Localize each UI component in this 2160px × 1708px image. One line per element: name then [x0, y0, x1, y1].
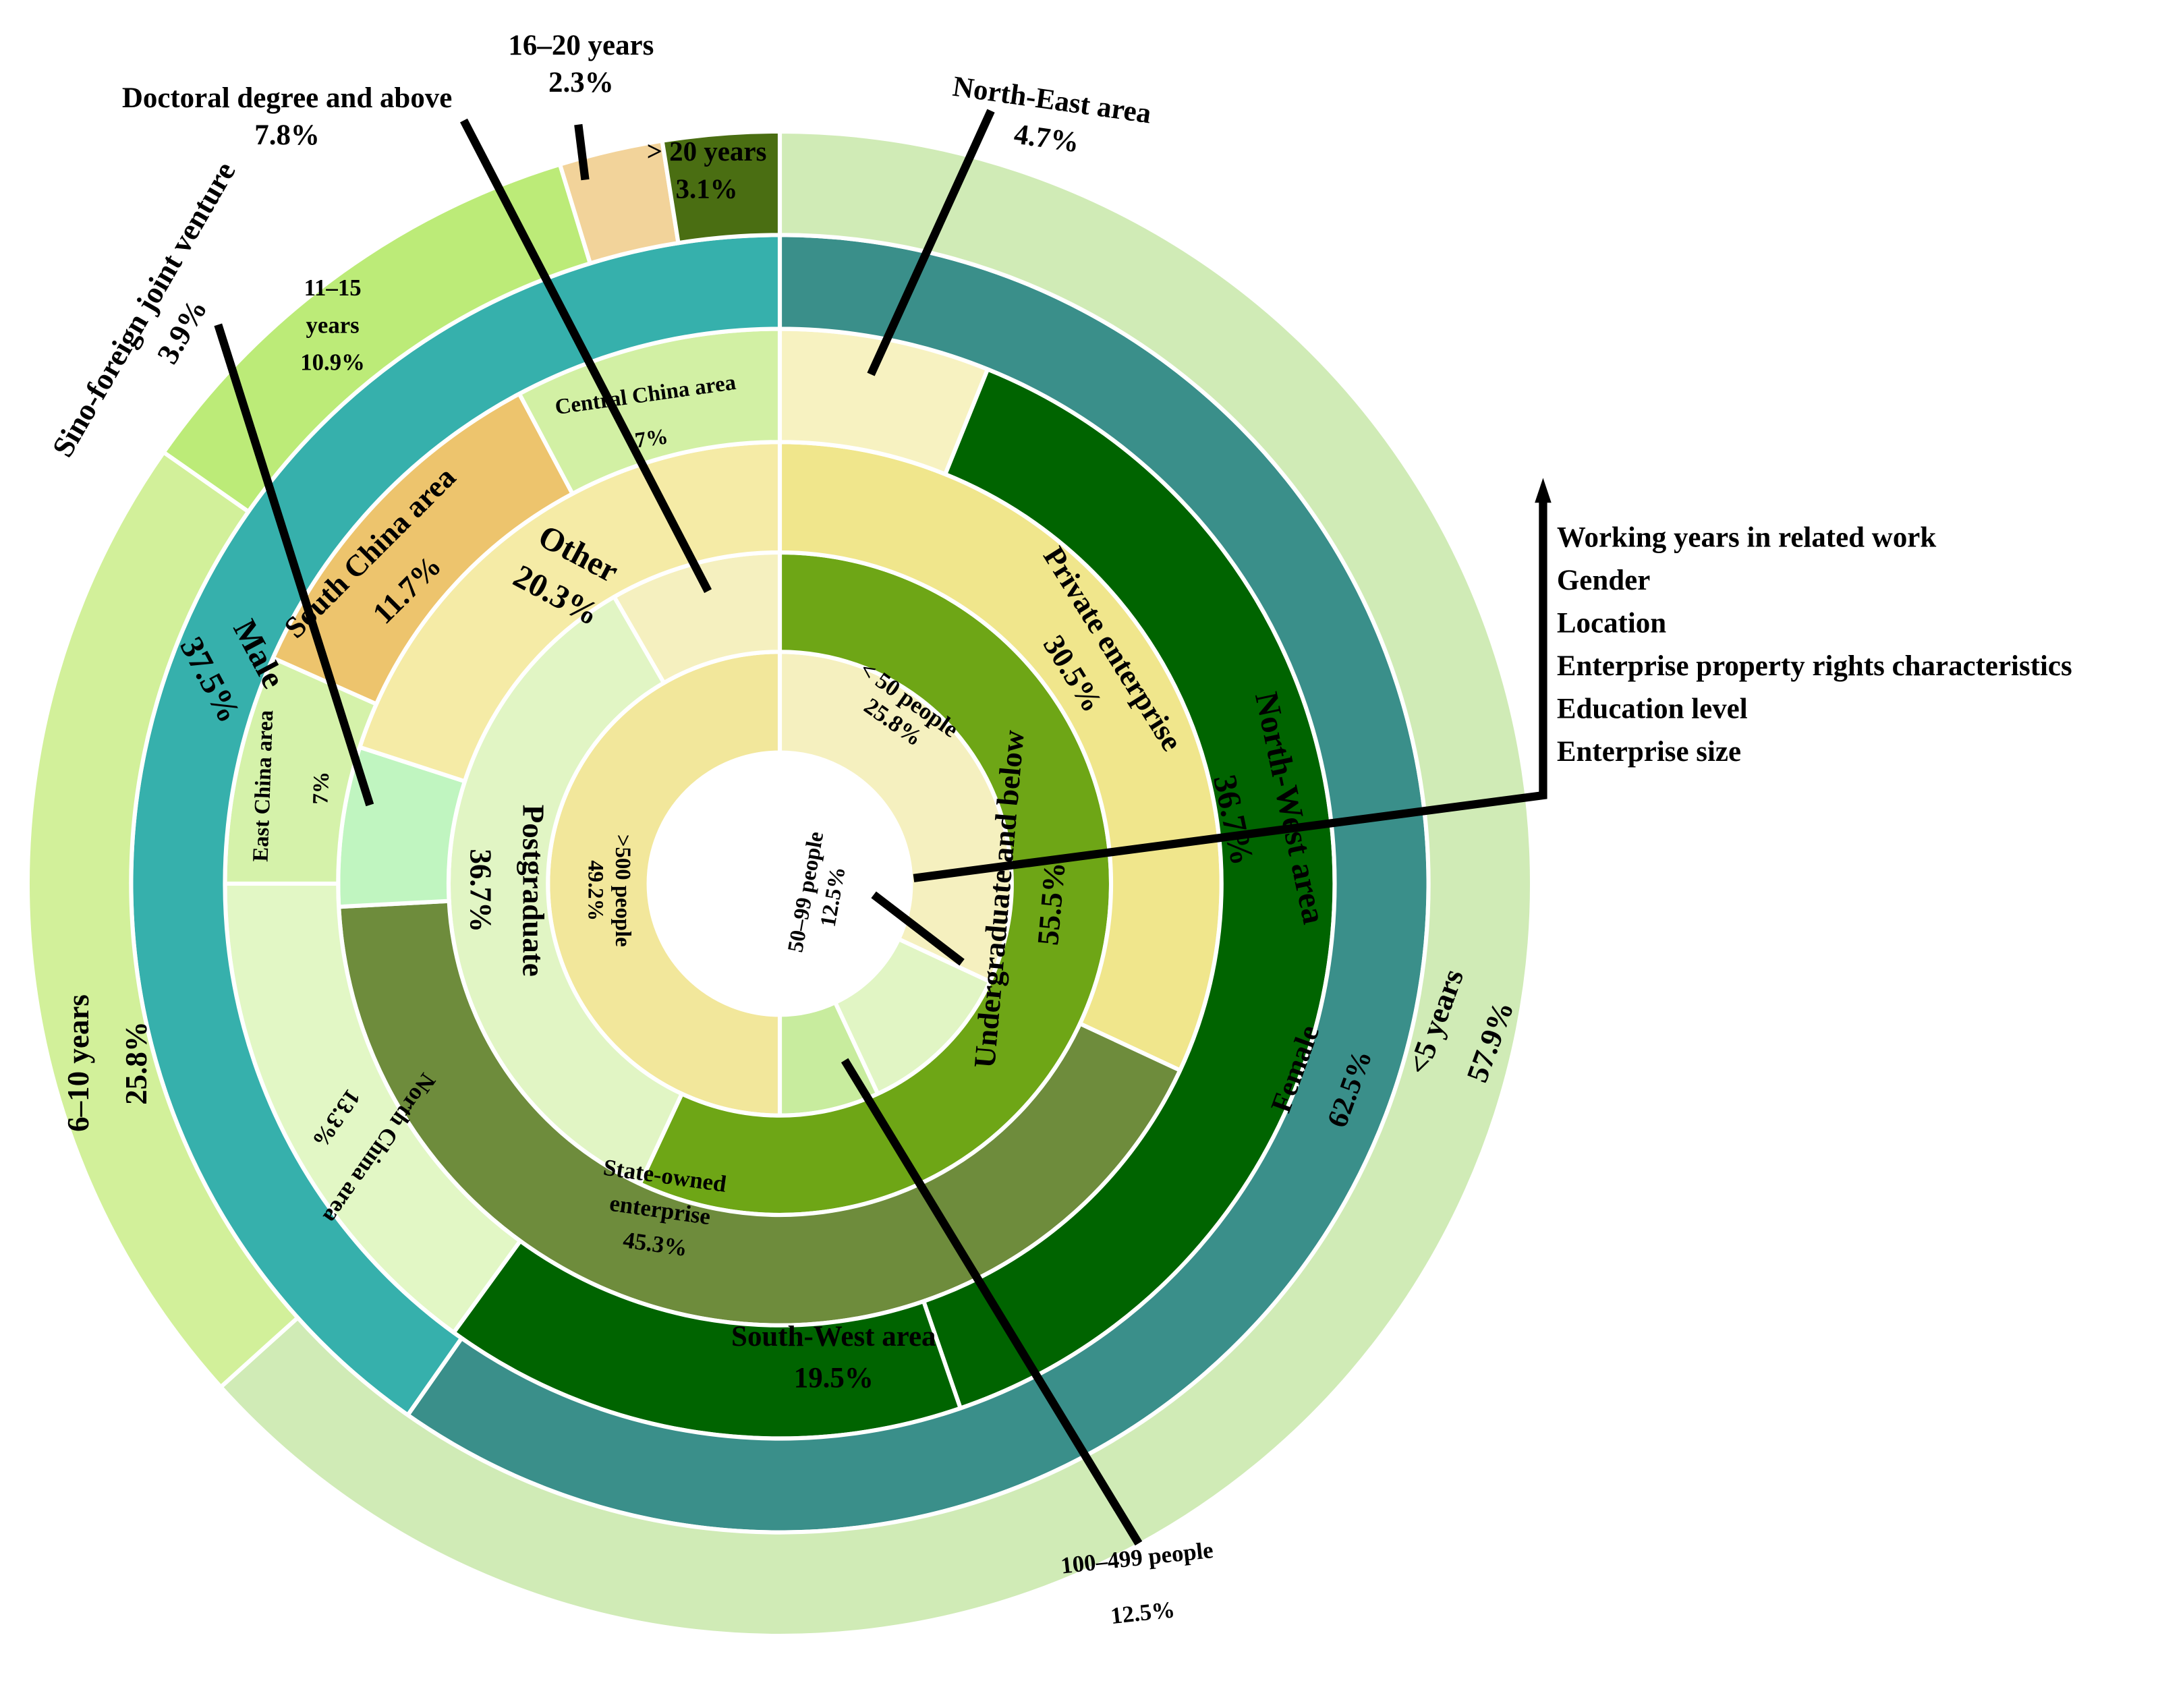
pointer-north-east	[867, 109, 995, 376]
label-y20: > 20 years 3.1%	[647, 136, 767, 204]
label-postgrad-line-1: Postgraduate	[516, 805, 550, 977]
legend-pointer-arrow	[913, 500, 1547, 882]
legend-arrow-head	[1535, 478, 1552, 503]
pointer-doctoral	[460, 118, 712, 594]
legend-item-education-level: Education level	[1557, 693, 1748, 724]
label-sw-line-1: South-West area	[731, 1321, 936, 1353]
pointer-16-20-years	[574, 123, 590, 181]
label-ec: East China area 7%	[248, 710, 334, 862]
label-y6-10: 6–10 years 25.8%	[61, 994, 153, 1132]
pointer-sino-foreign	[214, 323, 374, 807]
legend-item-enterprise-size: Enterprise size	[1557, 736, 1741, 768]
label-y20-line-1: > 20 years	[647, 136, 767, 167]
label-y6-10-line-1: 6–10 years	[61, 994, 95, 1132]
label-p100-499-line-2: 12.5%	[1109, 1596, 1176, 1629]
legend-item-enterprise-property-rights-characteristics: Enterprise property rights characteristi…	[1557, 650, 2072, 682]
label-y6-10-line-2: 25.8%	[119, 1021, 153, 1105]
label-ne-line-2: 4.7%	[1012, 118, 1081, 159]
label-y20-line-2: 3.1%	[676, 173, 738, 204]
label-doctoral-line-2: 7.8%	[254, 119, 320, 151]
segment-20-years	[660, 129, 783, 246]
label-doctoral: Doctoral degree and above 7.8%	[122, 82, 453, 151]
label-ne-line-1: North-East area	[951, 71, 1154, 130]
label-doctoral-line-1: Doctoral degree and above	[122, 82, 453, 114]
label-ec-line-1: East China area	[248, 710, 278, 862]
label-undergrad-line-2: 55.5%	[1031, 861, 1072, 947]
segment-5-years	[218, 129, 1535, 1639]
label-sw-line-2: 19.5%	[794, 1362, 874, 1394]
label-cc-line-2: 7%	[633, 424, 670, 453]
pointer-50-99-people	[871, 891, 965, 966]
label-y16-20-line-1: 16–20 years	[508, 30, 654, 61]
label-y16-20-line-2: 2.3%	[548, 67, 614, 98]
label-y11-15-line-1: 11–15	[304, 275, 362, 301]
label-y16-20: 16–20 years 2.3%	[508, 30, 654, 98]
label-y11-15-line-2: years	[306, 312, 360, 338]
label-gt500-line-1: >500 people	[610, 834, 635, 947]
pointer-100-499-people	[841, 1058, 1143, 1546]
label-postgrad: Postgraduate 36.7%	[464, 805, 550, 977]
legend-item-working-years-in-related-work: Working years in related work	[1557, 522, 1936, 554]
legend-item-location: Location	[1557, 608, 1666, 639]
label-sw: South-West area 19.5%	[731, 1321, 936, 1394]
label-y11-15: 11–15 years 10.9%	[300, 275, 365, 375]
label-postgrad-line-2: 36.7%	[464, 849, 498, 932]
label-gt500-line-2: 49.2%	[583, 860, 607, 921]
label-y11-15-line-3: 10.9%	[300, 349, 365, 376]
label-ec-line-2: 7%	[308, 771, 334, 805]
legend-item-gender: Gender	[1557, 565, 1650, 596]
